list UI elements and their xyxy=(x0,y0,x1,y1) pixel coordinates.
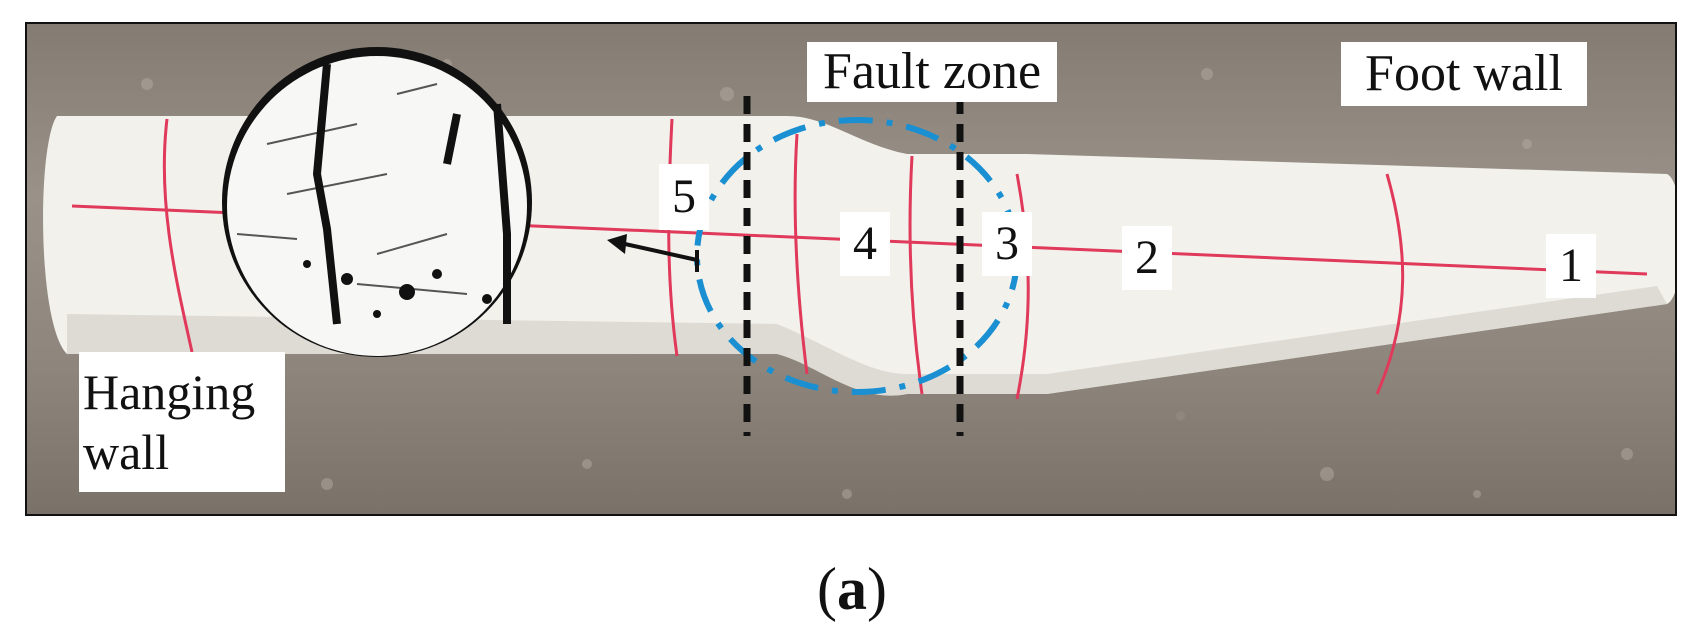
hanging-wall-line2: wall xyxy=(83,424,170,480)
marker-1: 1 xyxy=(1546,234,1596,298)
marker-3: 3 xyxy=(982,212,1032,276)
arrow-line xyxy=(624,242,698,262)
caption-open: ( xyxy=(817,556,837,622)
caption-letter: a xyxy=(837,556,867,622)
figure-caption: (a) xyxy=(0,555,1704,624)
fault-zone-label: Fault zone xyxy=(807,42,1057,102)
magnified-inset xyxy=(222,47,532,357)
hanging-wall-line1: Hanging xyxy=(83,364,256,420)
marker-2: 2 xyxy=(1122,226,1172,290)
ground-texture xyxy=(82,59,1633,499)
foot-wall-label: Foot wall xyxy=(1341,42,1587,106)
hanging-wall-label: Hanging wall xyxy=(79,352,285,492)
arrow-head xyxy=(607,234,627,254)
pipe-photo: Fault zone Foot wall Hanging wall 5 4 3 … xyxy=(25,22,1677,516)
marker-5: 5 xyxy=(659,164,709,230)
marker-4: 4 xyxy=(840,212,890,276)
caption-close: ) xyxy=(867,556,887,622)
